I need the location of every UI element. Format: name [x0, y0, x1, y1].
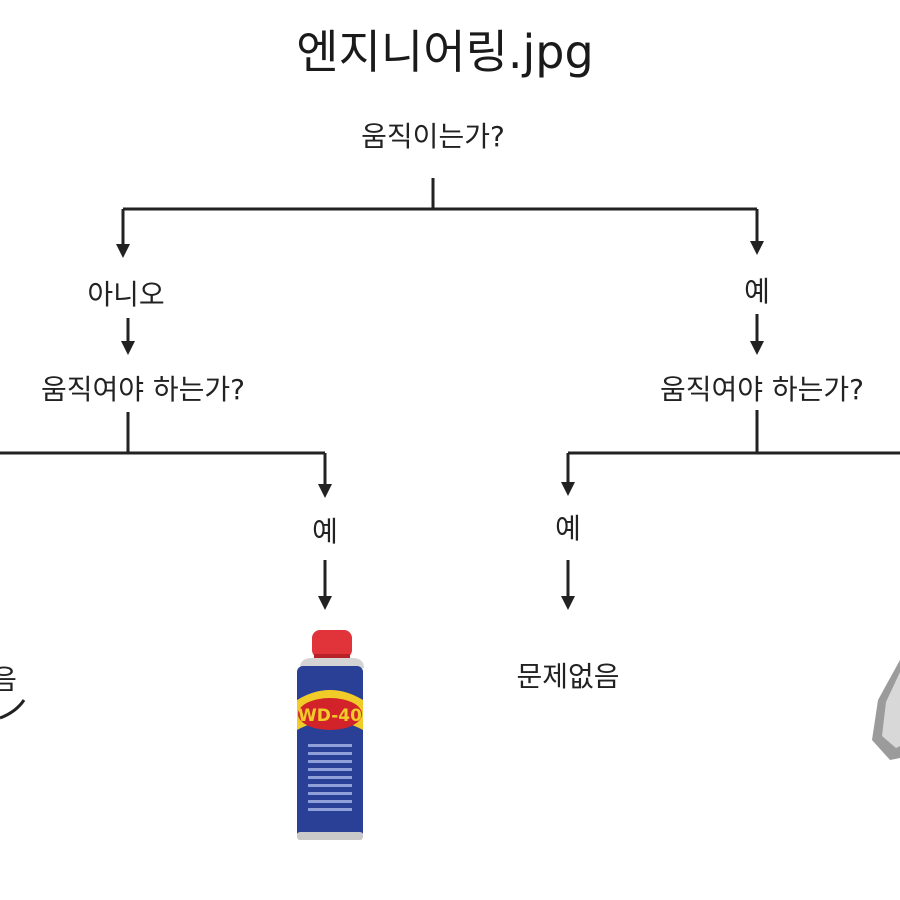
arrowhead-yes [750, 241, 764, 255]
duct-tape-roll [872, 660, 900, 760]
branch-yes-question: 움직여야 하는가? [659, 373, 865, 406]
left-cutoff-shape [0, 699, 26, 720]
branch-no-question: 움직여야 하는가? [40, 373, 246, 406]
result-left-cutoff: 음 [0, 663, 17, 696]
wd40-can: WD-40 [297, 630, 364, 840]
branch-no-yes-label: 예 [312, 515, 338, 548]
branch-no-label: 아니오 [87, 278, 165, 311]
arrowhead-right-sub-yes [561, 482, 575, 496]
arrowhead-left-sub-yes [318, 484, 332, 498]
arrowhead-no [116, 244, 130, 258]
branch-yes-label: 예 [744, 275, 770, 308]
arrowhead-yes-question [750, 341, 764, 355]
page-title: 엔지니어링.jpg [296, 25, 594, 79]
arrowhead-to-ok [561, 596, 575, 610]
root-question: 움직이는가? [361, 120, 505, 153]
arrowhead-to-wd40 [318, 596, 332, 610]
arrowhead-no-question [121, 341, 135, 355]
branch-yes-yes-label: 예 [555, 512, 581, 545]
wd40-brand: WD-40 [298, 706, 362, 726]
result-no-problem: 문제없음 [516, 660, 620, 693]
